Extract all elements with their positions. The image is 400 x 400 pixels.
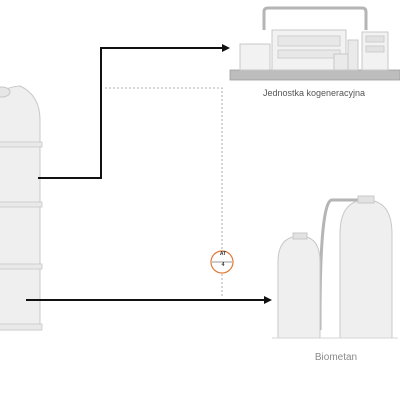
biomethane-label: Biometan bbox=[314, 352, 358, 363]
digester-ring bbox=[0, 201, 43, 208]
chp-base bbox=[229, 69, 400, 81]
chp-unit-label: Jednostka kogeneracyjna bbox=[262, 88, 366, 98]
biomethane-storage bbox=[272, 195, 398, 339]
digester-ring bbox=[0, 263, 43, 270]
sensor-tag-bottom: 4 bbox=[221, 262, 225, 268]
flow-line-to-chp bbox=[38, 44, 230, 179]
digester-column bbox=[0, 85, 43, 331]
digester-ring bbox=[0, 141, 43, 148]
signal-line bbox=[105, 87, 223, 250]
sensor-tag-top: AT bbox=[219, 251, 227, 257]
digester-ring bbox=[0, 323, 43, 331]
analyzer-sensor bbox=[210, 250, 234, 274]
chp-unit bbox=[229, 6, 400, 81]
